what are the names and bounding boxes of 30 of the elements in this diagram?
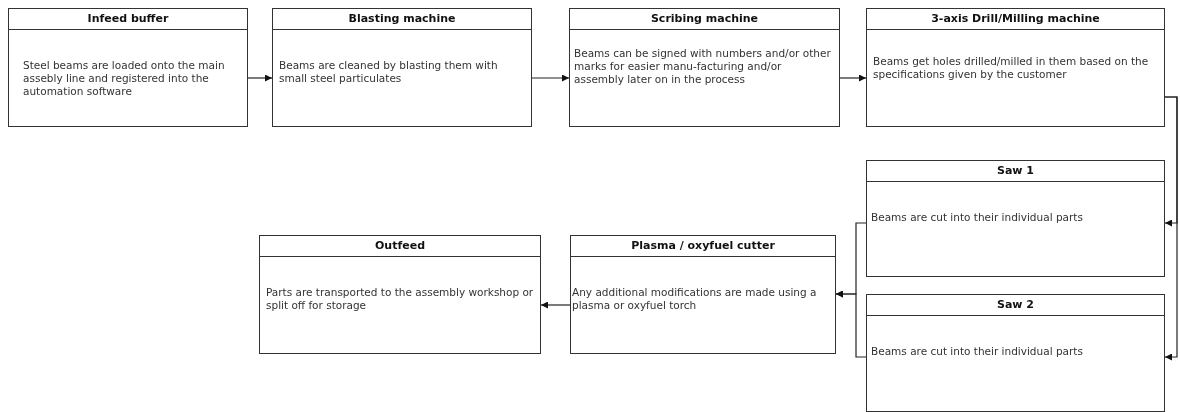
box-description: Beams are cut into their individual parts [871,345,1084,358]
box-description: Beams are cut into their individual parts [871,211,1084,224]
process-box [866,8,1165,127]
box-title: Infeed buffer [9,9,247,30]
arrow [540,301,571,309]
arrow [839,74,867,82]
process-box [866,160,1165,277]
box-title: Scribing machine [570,9,839,30]
arrow [1164,96,1178,361]
box-description: Beams are cleaned by blasting them with small steel particulates [279,59,499,85]
process-box [8,8,248,127]
box-description: Any additional modifications are made using a plasma or oxyfuel torch [572,286,818,312]
box-title: Outfeed [260,236,540,257]
process-box [259,235,541,354]
arrow [835,290,867,358]
process-box [866,294,1165,412]
box-description: Parts are transported to the assembly workshop or split off for storage [266,286,534,312]
box-title: Saw 1 [867,161,1164,182]
box-description: Beams can be signed with numbers and/or other marks for easier manu-facturing and/or assembly later on in the process [574,47,832,86]
box-title: Plasma / oxyfuel cutter [571,236,835,257]
box-description: Beams get holes drilled/milled in them based on the specifications given by the customer [873,55,1150,81]
process-box [570,235,836,354]
box-title: 3-axis Drill/Milling machine [867,9,1164,30]
arrow [531,74,570,82]
arrow [247,74,273,82]
box-title: Blasting machine [273,9,531,30]
process-box [569,8,840,127]
box-title: Saw 2 [867,295,1164,316]
box-description: Steel beams are loaded onto the main assebly line and registered into the automation software [23,59,226,98]
process-box [272,8,532,127]
